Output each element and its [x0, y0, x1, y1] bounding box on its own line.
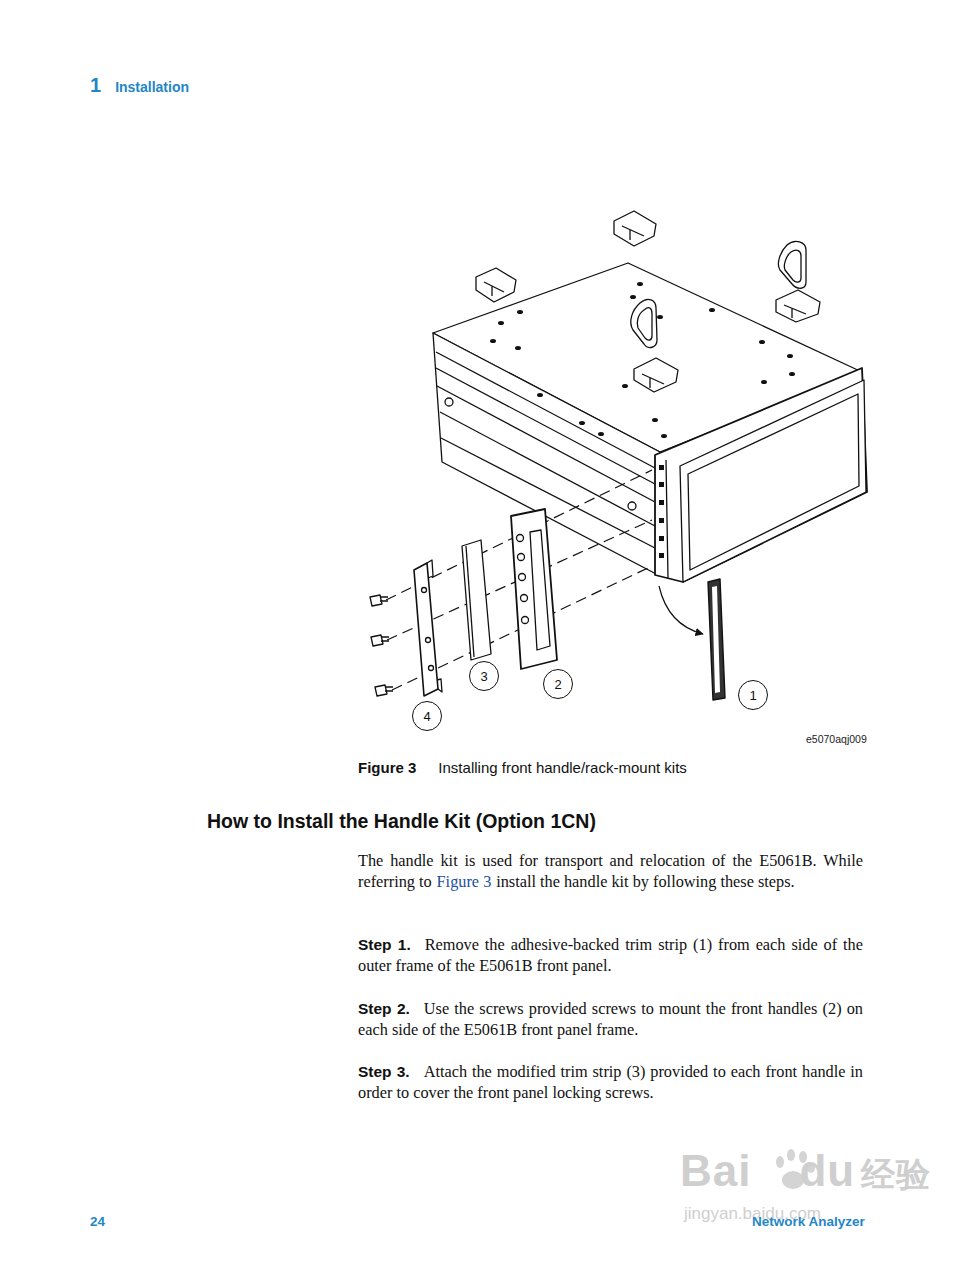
figure-caption-block: Figure 3 Installing front handle/rack-mou…	[358, 759, 687, 777]
step-number: Step 1.	[358, 936, 411, 953]
callout-number: 2	[554, 677, 561, 692]
figure-code: e5070aqj009	[806, 733, 867, 745]
step-paragraph: Step 1.Remove the adhesive-backed trim s…	[358, 934, 863, 976]
callout-circle: 2	[543, 669, 573, 699]
step-text: Use the screws provided screws to mount …	[358, 999, 863, 1039]
chapter-title: Installation	[115, 79, 189, 95]
chapter-number: 1	[90, 74, 101, 96]
step-paragraph: Step 3.Attach the modified trim strip (3…	[358, 1061, 863, 1103]
callout-circle: 4	[412, 701, 442, 731]
manual-title: Network Analyzer	[752, 1214, 865, 1229]
page-footer: 24	[90, 1212, 105, 1230]
page-header: 1 Installation	[90, 74, 189, 97]
callout-number: 4	[423, 709, 430, 724]
figure-caption: Installing front handle/rack-mount kits	[438, 759, 686, 776]
step-text: Remove the adhesive-backed trim strip (1…	[358, 935, 863, 975]
section-heading-block: How to Install the Handle Kit (Option 1C…	[207, 810, 596, 833]
page-footer: Network Analyzer	[752, 1212, 865, 1230]
watermark-text: du	[799, 1146, 855, 1195]
callout-number: 1	[749, 688, 756, 703]
page-number: 24	[90, 1214, 105, 1229]
figure-code-block: e5070aqj009	[806, 729, 867, 747]
figure-link: Figure 3	[437, 872, 492, 891]
body-text: install the handle kit by following thes…	[496, 872, 794, 891]
watermark-text: Bai	[680, 1146, 751, 1195]
figure-number: Figure 3	[358, 759, 416, 776]
watermark-text: 经验	[861, 1155, 931, 1193]
body-paragraph: The handle kit is used for transport and…	[358, 850, 863, 892]
step-number: Step 3.	[358, 1063, 410, 1080]
section-heading: How to Install the Handle Kit (Option 1C…	[207, 810, 596, 832]
watermark: Baidu经验	[680, 1146, 931, 1198]
callout-circle: 3	[469, 661, 499, 691]
callout-circle: 1	[738, 680, 768, 710]
step-paragraph: Step 2.Use the screws provided screws to…	[358, 998, 863, 1040]
step-text: Attach the modified trim strip (3) provi…	[358, 1062, 863, 1102]
step-number: Step 2.	[358, 1000, 410, 1017]
callout-number: 3	[480, 669, 487, 684]
